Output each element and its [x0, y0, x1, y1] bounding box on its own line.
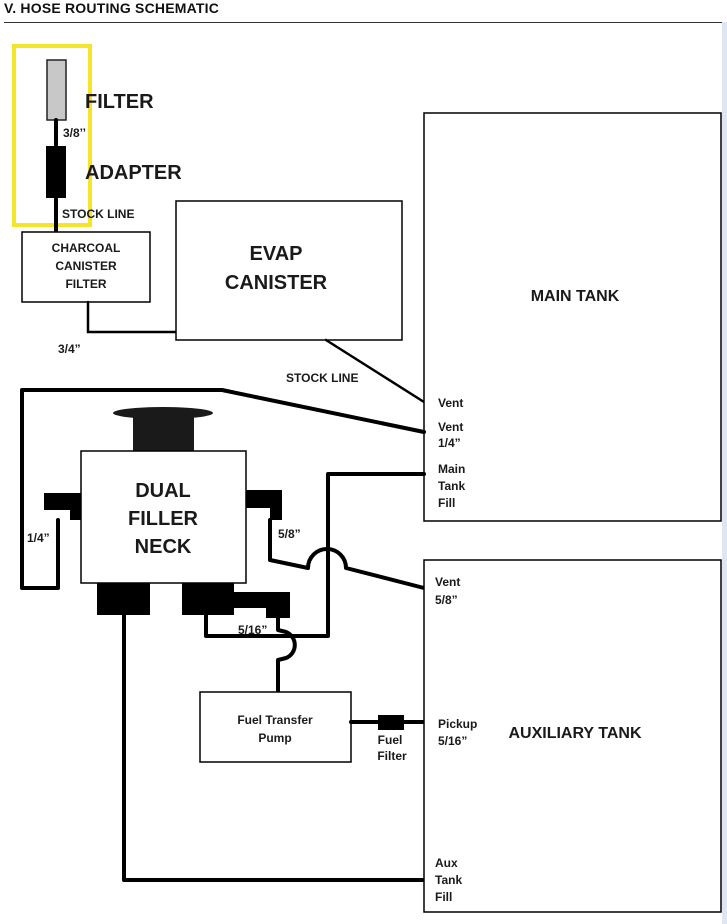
hose-size-transfer: 5/16” — [238, 623, 267, 637]
hose-size-filter-adapter: 3/8’’ — [63, 126, 86, 140]
page-edge — [722, 22, 727, 924]
hose-quarter-vent-loop — [20, 388, 426, 590]
left-fitting-icon — [44, 493, 81, 520]
auxiliary-tank-label: AUXILIARY TANK — [508, 725, 641, 742]
aux-tank-fill-line-3: Fill — [435, 890, 452, 904]
bottom-left-fitting-icon — [97, 583, 150, 615]
main-tank-fill-line-3: Fill — [438, 496, 455, 510]
main-tank-vent-quarter-line-2: 1/4” — [438, 436, 461, 450]
dual-filler-neck-line-2: FILLER — [128, 508, 199, 530]
main-tank-label: MAIN TANK — [531, 288, 620, 305]
stock-line-top-label: STOCK LINE — [62, 207, 134, 221]
main-tank-box — [423, 112, 722, 522]
filter-icon — [46, 59, 67, 121]
adapter-label: ADAPTER — [85, 162, 182, 184]
charcoal-canister-filter-box — [21, 231, 151, 303]
fuel-filter-icon — [378, 715, 404, 730]
dual-filler-neck-line-1: DUAL — [135, 480, 191, 502]
hose-five-eighths-vent — [268, 518, 426, 590]
hose-main-tank-fill — [204, 472, 426, 638]
main-tank-vent-label: Vent — [438, 396, 463, 410]
dual-filler-neck-line-3: NECK — [135, 536, 192, 558]
main-tank-fill-line-2: Tank — [438, 479, 465, 493]
stock-line-mid-label: STOCK LINE — [286, 371, 358, 385]
charcoal-filter-line-2: CANISTER — [55, 259, 117, 273]
bottom-right-fitting-icon — [234, 592, 290, 618]
evap-canister-box — [175, 200, 403, 341]
charcoal-filter-line-3: FILTER — [65, 277, 106, 291]
adapter-icon — [46, 146, 66, 198]
bottom-mid-fitting-icon — [182, 583, 234, 615]
section-heading: V. HOSE ROUTING SCHEMATIC — [4, 0, 220, 16]
aux-tank-vent-line-1: Vent — [435, 575, 460, 589]
aux-tank-vent-line-2: 5/8” — [435, 593, 458, 607]
fuel-transfer-pump-line-1: Fuel Transfer — [237, 713, 313, 727]
aux-tank-fill-line-2: Tank — [435, 873, 462, 887]
filler-neck-cap-body — [133, 413, 194, 451]
auxiliary-tank-box — [423, 559, 722, 913]
right-fitting-icon — [246, 490, 282, 520]
aux-tank-pickup-line-1: Pickup — [438, 717, 477, 731]
aux-tank-pickup-line-2: 5/16” — [438, 734, 467, 748]
filter-label: FILTER — [85, 91, 154, 113]
highlight-frame — [12, 44, 92, 227]
section-heading-bar: V. HOSE ROUTING SCHEMATIC — [4, 0, 727, 23]
aux-tank-fill-line-1: Aux — [435, 856, 458, 870]
main-tank-vent-quarter-line-1: Vent — [438, 420, 463, 434]
hose-size-right-vent: 5/8” — [278, 527, 301, 541]
hose-aux-tank-fill — [122, 613, 426, 882]
hose-canister-evap — [86, 300, 178, 334]
dual-filler-neck-box — [80, 450, 247, 584]
fuel-filter-line-1: Fuel — [378, 733, 403, 747]
fuel-filter-line-2: Filter — [377, 749, 407, 763]
stock-line-evap-vent — [324, 338, 426, 404]
fuel-transfer-pump-box — [199, 691, 352, 763]
main-tank-fill-line-1: Main — [438, 462, 465, 476]
evap-canister-line-1: EVAP — [250, 243, 303, 265]
charcoal-filter-line-1: CHARCOAL — [52, 241, 121, 255]
hose-size-left-vent: 1/4” — [27, 531, 50, 545]
fuel-transfer-pump-line-2: Pump — [258, 731, 291, 745]
evap-canister-line-2: CANISTER — [225, 272, 328, 294]
hose-transfer-to-pump — [276, 616, 297, 694]
hose-size-canister-out: 3/4” — [58, 342, 81, 356]
